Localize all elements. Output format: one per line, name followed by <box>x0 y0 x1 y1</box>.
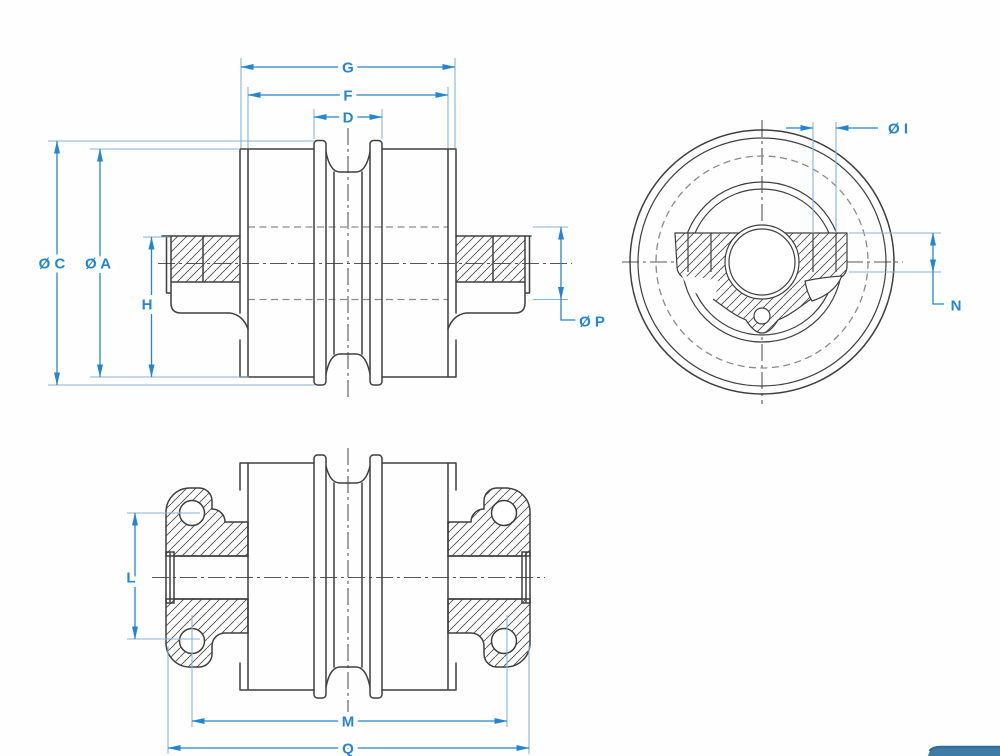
bottom-view <box>152 448 545 712</box>
bottom-shaft-ends <box>165 551 531 604</box>
bottom-body-outline <box>239 462 457 691</box>
dimension-C: Ø C <box>34 140 70 386</box>
dimension-label-n: N <box>951 297 962 314</box>
dimension-I: Ø I <box>786 116 913 142</box>
front-left-hatch <box>171 236 240 282</box>
bottom-left-flange <box>313 454 327 699</box>
dimension-label-l: L <box>126 569 135 586</box>
dimension-L: L <box>122 512 140 640</box>
dimension-label-d: D <box>343 109 354 126</box>
dimension-N: N <box>930 232 966 319</box>
dimension-M: M <box>191 709 508 735</box>
dimension-label-h: H <box>142 296 153 313</box>
side-bore-inner <box>728 228 796 296</box>
side-oil-hole <box>753 307 771 325</box>
bottom-right-bar[interactable] <box>928 745 1000 756</box>
front-left-bracket <box>161 235 249 330</box>
bolt-hole-lr <box>490 627 518 655</box>
bottom-right-bar-edge <box>928 745 1000 752</box>
side-tread-dashed-circle <box>655 155 869 369</box>
side-left-relief <box>682 276 719 301</box>
dimension-F: F <box>247 83 449 109</box>
front-right-bracket <box>447 235 532 330</box>
front-right-hatch <box>456 236 525 282</box>
side-outer-circle <box>629 129 895 395</box>
side-view <box>622 120 903 404</box>
front-hidden-bore-lines <box>248 226 448 301</box>
bottom-right-bar-shape[interactable] <box>928 746 1000 756</box>
dimension-label-g: G <box>342 59 354 76</box>
bottom-right-flange <box>369 454 383 699</box>
dimension-label-p: Ø P <box>579 313 605 330</box>
dimension-D: D <box>313 105 383 131</box>
front-tread-groove <box>325 151 371 375</box>
dimension-Q: Q <box>167 736 530 756</box>
dimension-label-a: Ø A <box>85 255 111 272</box>
side-rim-circle <box>637 137 887 387</box>
front-body-outline <box>239 148 457 378</box>
bottom-centerlines <box>152 448 545 712</box>
side-bore-outer <box>724 224 800 300</box>
side-right-relief <box>804 275 843 302</box>
front-right-flange <box>369 139 383 386</box>
bottom-tread-groove <box>325 465 371 688</box>
dimension-label-m: M <box>342 713 355 730</box>
dimension-H: H <box>137 236 157 378</box>
side-hub-face-steps <box>687 233 837 272</box>
bottom-lug-outlines <box>165 487 531 668</box>
dimension-label-q: Q <box>342 740 354 756</box>
front-view <box>158 128 572 398</box>
dimension-label-c: Ø C <box>39 255 66 272</box>
dimension-A: Ø A <box>80 148 116 378</box>
bolt-hole-ur <box>490 499 518 527</box>
dimension-label-i: Ø I <box>888 120 908 137</box>
dimension-G: G <box>240 55 456 81</box>
dimension-P: Ø P <box>558 226 609 335</box>
dimension-label-f: F <box>343 87 352 104</box>
extension-lines <box>48 58 941 754</box>
front-left-flange <box>313 139 327 386</box>
